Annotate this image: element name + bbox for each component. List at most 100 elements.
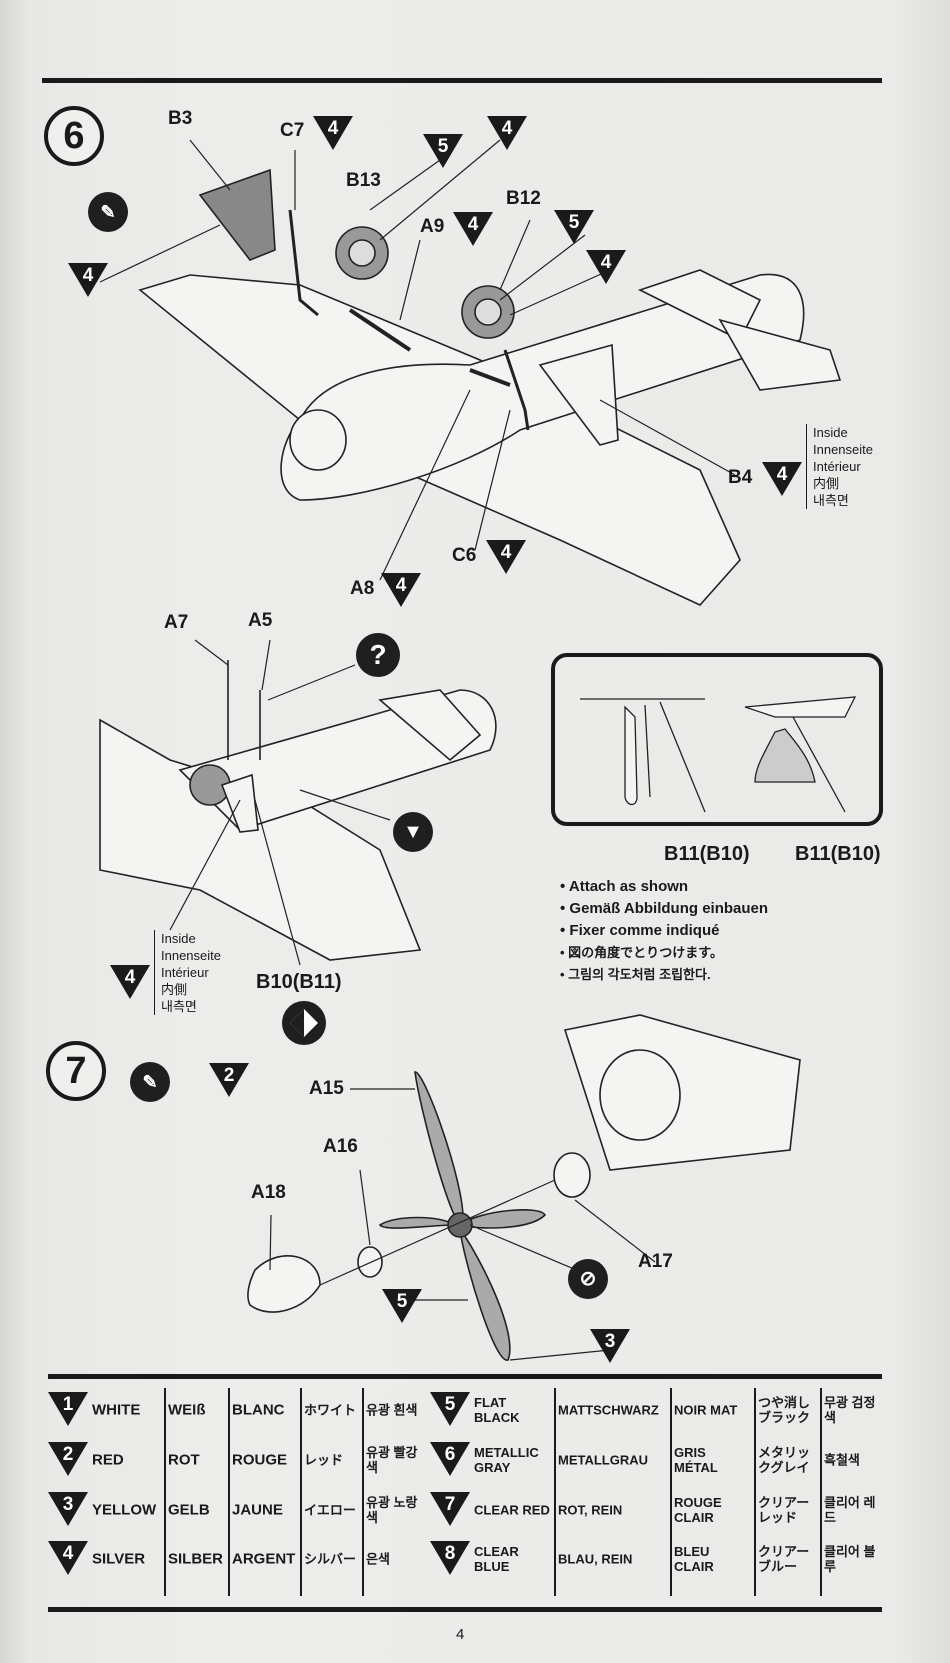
strut-c7-drawing: [288, 209, 319, 317]
part-label-b10: B10(B11): [256, 971, 342, 993]
paint-name-de: ROT, REIN: [558, 1502, 623, 1518]
part-a16-drawing: [357, 1246, 383, 1278]
paint-name-de: SILBER: [168, 1550, 224, 1568]
paint-brush-icon: ✎: [130, 1062, 170, 1102]
inside-text: Innenseite: [813, 442, 873, 457]
part-label-a18: A18: [251, 1182, 286, 1203]
paint-mark-triangle: 4: [586, 250, 626, 284]
paint-name-ja: クリアーブルー: [758, 1544, 810, 1574]
table-column-divider: [754, 1388, 756, 1596]
paint-number-triangle: 2: [48, 1442, 88, 1476]
table-column-divider: [554, 1388, 556, 1596]
paint-name-ja: レッド: [304, 1452, 344, 1468]
table-bottom-rule: [48, 1607, 882, 1612]
part-label-c7: C7: [280, 120, 305, 141]
paint-mark-triangle: 4: [110, 965, 150, 999]
paint-name-ja: つや消しブラック: [758, 1395, 811, 1425]
paint-name-fr: BLEU CLAIR: [674, 1544, 714, 1574]
inside-text: Innenseite: [161, 948, 221, 963]
paint-name-fr: ROUGE: [232, 1451, 288, 1469]
paint-mark-triangle: 5: [382, 1289, 422, 1323]
paint-mark-triangle: 4: [68, 263, 108, 297]
paint-name-fr: ROUGE CLAIR: [674, 1495, 722, 1525]
paint-mark-triangle: 4: [486, 540, 526, 574]
paint-mark-triangle: 4: [313, 116, 353, 150]
note-ko: 그림의 각도처럼 조립한다.: [560, 964, 768, 986]
paint-number-triangle: 6: [430, 1442, 470, 1476]
part-label-b3: B3: [168, 108, 193, 129]
inside-note-2: Inside Innenseite Intérieur 内側 내측면: [154, 930, 221, 1015]
no-glue-icon: ⊘: [568, 1259, 608, 1299]
paint-name-ko: 흑철색: [824, 1452, 860, 1468]
paint-name-de: MATTSCHWARZ: [558, 1402, 659, 1418]
paint-name-fr: GRIS MÉTAL: [674, 1445, 718, 1475]
part-label-b11-right: B11(B10): [795, 843, 881, 865]
table-top-rule: [48, 1374, 882, 1379]
strut-c6-drawing: [503, 349, 530, 431]
paint-name-ko: 은색: [366, 1551, 390, 1567]
engine-cowling-drawing: [289, 409, 347, 471]
table-column-divider: [300, 1388, 302, 1596]
paint-name-de: WEIß: [168, 1401, 206, 1419]
paint-name-ja: イエロー: [304, 1502, 356, 1518]
note-fr: Fixer comme indiqué: [560, 920, 768, 942]
paint-name-fr: ARGENT: [232, 1550, 296, 1568]
step-6-number: 6: [44, 106, 104, 166]
table-column-divider: [820, 1388, 822, 1596]
part-a9-drawing: [348, 308, 412, 352]
part-label-b4: B4: [728, 467, 753, 488]
paint-name-en: CLEAR RED: [474, 1502, 550, 1518]
part-label-a5: A5: [248, 610, 273, 631]
paint-mark-triangle: 2: [209, 1063, 249, 1097]
table-column-divider: [670, 1388, 672, 1596]
part-label-a16: A16: [323, 1136, 358, 1157]
attach-notes: Attach as shown Gemäß Abbildung einbauen…: [560, 876, 768, 986]
part-label-a7: A7: [164, 612, 189, 633]
glue-tube-icon: ▼: [393, 812, 433, 852]
table-column-divider: [164, 1388, 166, 1596]
part-label-a17: A17: [638, 1251, 673, 1272]
paint-name-de: BLAU, REIN: [558, 1551, 633, 1567]
paint-name-en: CLEAR BLUE: [474, 1544, 519, 1574]
paint-number-triangle: 1: [48, 1392, 88, 1426]
step6b-aircraft-drawing: [99, 660, 497, 961]
paint-number-triangle: 5: [430, 1392, 470, 1426]
part-b3-drawing: [198, 168, 276, 261]
part-a8-drawing: [469, 368, 511, 387]
inside-text: Intérieur: [161, 965, 209, 980]
paint-number-triangle: 3: [48, 1492, 88, 1526]
paint-number-triangle: 4: [48, 1541, 88, 1575]
paint-name-en: METALLIC GRAY: [474, 1445, 539, 1475]
inset-drawing: [580, 696, 857, 813]
paint-name-de: ROT: [168, 1451, 200, 1469]
part-label-a9: A9: [420, 216, 445, 237]
paint-name-en: SILVER: [92, 1550, 146, 1568]
paint-mark-triangle: 4: [381, 573, 421, 607]
paint-mark-triangle: 5: [554, 210, 594, 244]
part-label-a8: A8: [350, 578, 375, 599]
paint-mark-triangle: 5: [423, 134, 463, 168]
inside-text: Inside: [161, 931, 196, 946]
inside-text: Intérieur: [813, 459, 861, 474]
part-b4-drawing: [538, 343, 619, 446]
part-label-b11-left: B11(B10): [664, 843, 750, 865]
paint-name-ko: 유광 빨강색: [366, 1445, 418, 1475]
table-column-divider: [228, 1388, 230, 1596]
table-column-divider: [362, 1388, 364, 1596]
paint-name-ko: 무광 검정색: [824, 1395, 876, 1425]
inside-text: 내측면: [813, 493, 849, 508]
inside-text: 内側: [813, 476, 840, 491]
tailplane-drawing: [718, 318, 842, 391]
paint-name-ja: メタリックグレイ: [758, 1445, 811, 1475]
inside-text: 内側: [161, 982, 188, 997]
top-rule: [42, 78, 882, 83]
paint-mark-triangle: 4: [453, 212, 493, 246]
paint-name-ko: 클리어 블루: [824, 1544, 876, 1574]
paint-name-fr: JAUNE: [232, 1501, 283, 1519]
inside-text: 내측면: [161, 999, 197, 1014]
paint-name-de: METALLGRAU: [558, 1452, 649, 1468]
paint-mark-triangle: 4: [762, 462, 802, 496]
step-7-number: 7: [46, 1041, 106, 1101]
page-number: 4: [456, 1626, 465, 1643]
paint-name-ko: 클리어 레드: [824, 1495, 876, 1525]
